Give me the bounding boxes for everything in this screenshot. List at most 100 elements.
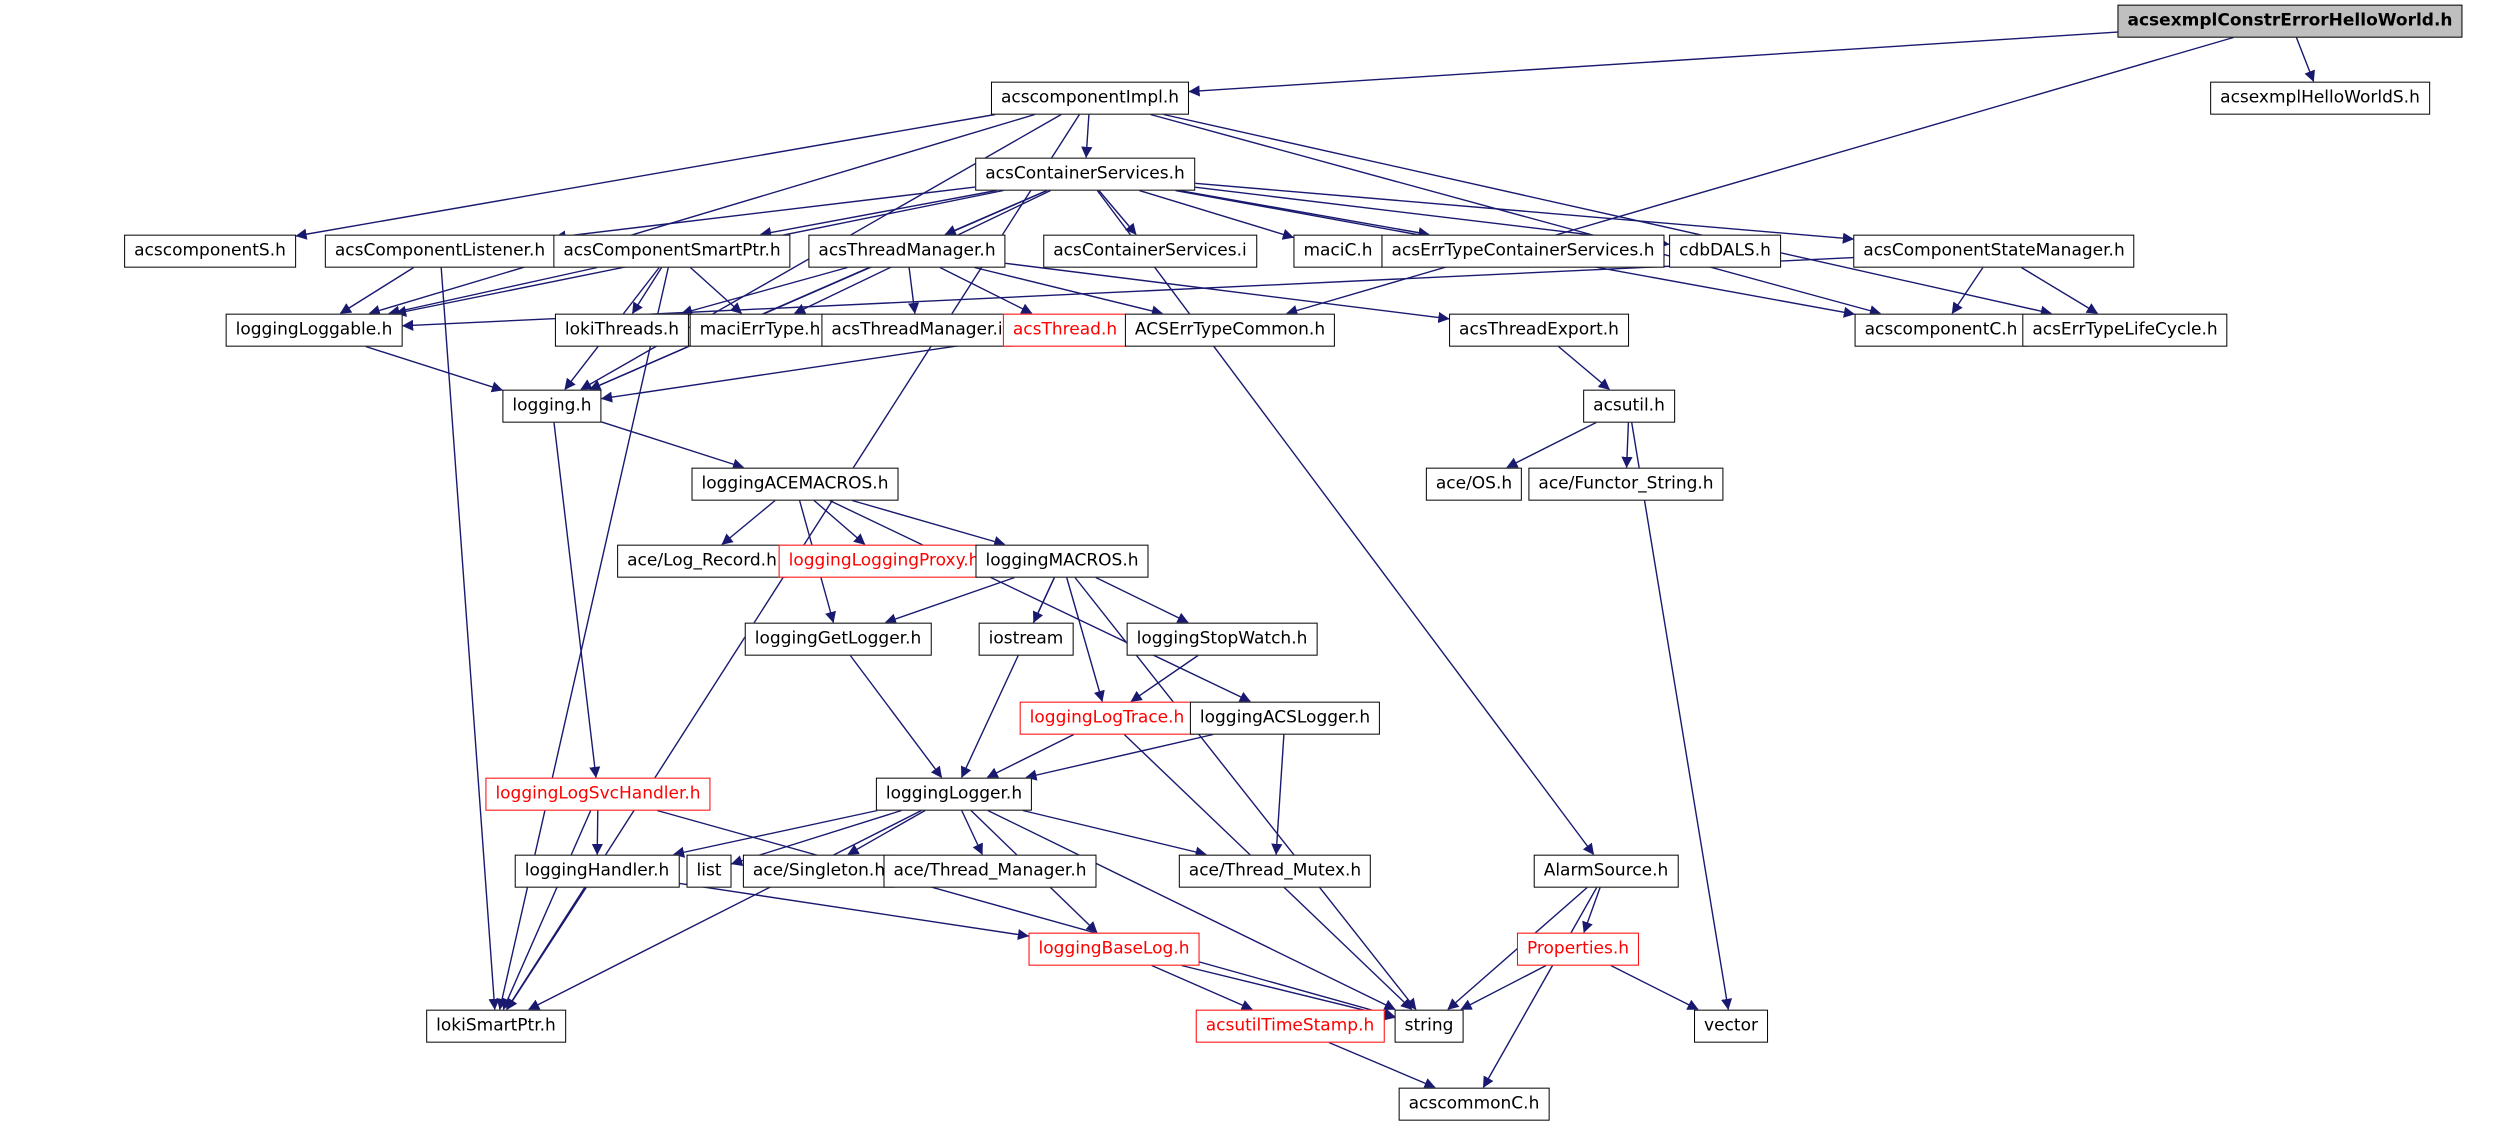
include-edge-acsThreadExport-to-acsutil: [1558, 345, 1610, 391]
include-edge-loggingACEMACROS-to-ace_Log_Record: [721, 499, 776, 546]
graph-node-acsErrTypeLifeCycle[interactable]: acsErrTypeLifeCycle.h: [2022, 313, 2228, 347]
graph-node-acsComponentListener[interactable]: acsComponentListener.h: [324, 234, 556, 268]
include-edge-acsutil-to-vector: [1631, 422, 1733, 1011]
include-edge-acsThreadManager-to-acsThread: [939, 266, 1033, 315]
include-edge-loggingLogTrace-to-loggingLogger: [986, 733, 1075, 779]
include-edge-acsThreadManager-to-acsThreadManager_i: [908, 267, 920, 315]
include-edge-loggingStopWatch-to-loggingLogTrace: [1130, 654, 1199, 703]
include-edge-loggingACEMACROS-to-loggingMACROS: [852, 499, 1006, 547]
graph-node-acscommonC[interactable]: acscommonC.h: [1398, 1087, 1550, 1121]
include-edge-loggingMACROS-to-loggingStopWatch: [1095, 576, 1189, 624]
include-edge-loggingLogger-to-ace_Singleton: [847, 809, 926, 856]
include-edge-acsComponentSmartPtr-to-loggingLoggable: [388, 266, 598, 317]
graph-node-loggingBaseLog[interactable]: loggingBaseLog.h: [1028, 932, 1200, 966]
include-edge-loggingMACROS-to-string: [1074, 577, 1417, 1010]
graph-node-loggingMACROS[interactable]: loggingMACROS.h: [975, 544, 1149, 578]
include-edge-loggingLogger-to-string: [987, 809, 1396, 1011]
include-edge-loggingLogger-to-loggingHandler: [672, 809, 878, 858]
graph-node-acsContainerServices[interactable]: acsContainerServices.h: [975, 157, 1195, 191]
graph-node-Properties[interactable]: Properties.h: [1516, 932, 1640, 966]
graph-node-iostream[interactable]: iostream: [978, 622, 1074, 656]
graph-node-loggingLoggingProxy[interactable]: loggingLoggingProxy.h: [778, 544, 990, 578]
include-edge-loggingBaseLog-to-acsutilTimeStamp: [1151, 964, 1253, 1011]
graph-node-acsexmplHelloWorldS[interactable]: acsexmplHelloWorldS.h: [2210, 81, 2430, 115]
include-edge-loggingHandler-to-loggingBaseLog: [679, 882, 1030, 941]
include-edge-AlarmSource-to-Properties: [1582, 887, 1601, 934]
graph-node-cdbDALS[interactable]: cdbDALS.h: [1669, 234, 1781, 268]
graph-node-ACSErrTypeCommon[interactable]: ACSErrTypeCommon.h: [1124, 313, 1336, 347]
graph-node-loggingHandler[interactable]: loggingHandler.h: [514, 854, 680, 888]
graph-node-ace_Functor_String[interactable]: ace/Functor_String.h: [1528, 467, 1724, 501]
graph-node-maciErrType[interactable]: maciErrType.h: [689, 313, 831, 347]
include-edge-acsContainerServices-to-acsErrTypeContainerServices: [1178, 189, 1430, 239]
include-edge-loggingACSLogger-to-loggingLogger: [1025, 733, 1214, 781]
include-edge-loggingLogSvcHandler-to-string: [656, 809, 1396, 1019]
include-edge-loggingLogSvcHandler-to-lokiSmartPtr: [502, 810, 592, 1011]
graph-node-lokiThreads[interactable]: lokiThreads.h: [554, 313, 690, 347]
include-edge-acscomponentImpl-to-acscomponentS: [295, 113, 996, 240]
include-edge-acsThreadManager-to-acsThreadExport: [1005, 262, 1450, 324]
include-edge-acsComponentStateManager-to-acscomponentC: [1951, 267, 1984, 314]
graph-node-acsContainerServices_i[interactable]: acsContainerServices.i: [1043, 234, 1257, 268]
graph-node-loggingGetLogger[interactable]: loggingGetLogger.h: [744, 622, 932, 656]
graph-node-acsErrTypeContainerServices[interactable]: acsErrTypeContainerServices.h: [1381, 234, 1665, 268]
include-edge-loggingACEMACROS-to-loggingLoggingProxy: [813, 499, 866, 546]
include-edge-acsexmplConstrErrorHelloWorld-to-acscomponentImpl: [1188, 31, 2118, 97]
graph-node-list[interactable]: list: [686, 854, 732, 888]
include-edge-AlarmSource-to-acscommonC: [1482, 887, 1598, 1088]
graph-node-vector[interactable]: vector: [1694, 1009, 1768, 1043]
graph-node-loggingLogSvcHandler[interactable]: loggingLogSvcHandler.h: [485, 777, 711, 811]
graph-node-loggingLoggable[interactable]: loggingLoggable.h: [225, 313, 403, 347]
graph-node-loggingACSLogger[interactable]: loggingACSLogger.h: [1189, 701, 1381, 735]
graph-node-string[interactable]: string: [1394, 1009, 1464, 1043]
graph-node-loggingACEMACROS[interactable]: loggingACEMACROS.h: [691, 467, 899, 501]
include-edge-loggingLogger-to-lokiSmartPtr: [528, 809, 922, 1011]
graph-node-loggingStopWatch[interactable]: loggingStopWatch.h: [1126, 622, 1318, 656]
include-edge-acsContainerServices-to-acsContainerServices_i: [1098, 190, 1137, 235]
include-edge-loggingLogger-to-ace_Thread_Mutex: [1022, 809, 1207, 858]
include-edge-loggingLogger-to-ace_Thread_Manager: [961, 810, 983, 856]
graph-node-acscomponentImpl[interactable]: acscomponentImpl.h: [990, 81, 1190, 115]
graph-node-acsThreadManager_i[interactable]: acsThreadManager.i: [821, 313, 1013, 347]
graph-node-maciC[interactable]: maciC.h: [1293, 234, 1383, 268]
include-edge-acsThreadManager-to-lokiThreads: [680, 266, 848, 317]
graph-node-acsComponentSmartPtr[interactable]: acsComponentSmartPtr.h: [553, 234, 791, 268]
graph-node-AlarmSource[interactable]: AlarmSource.h: [1533, 854, 1679, 888]
include-edge-acscomponentImpl-to-acsContainerServices: [1081, 114, 1093, 159]
include-edge-loggingLoggable-to-logging: [365, 345, 504, 393]
graph-node-ace_Singleton[interactable]: ace/Singleton.h: [742, 854, 896, 888]
include-edge-acsutil-to-ace_Functor_String: [1621, 422, 1633, 469]
include-edge-acscomponentImpl-to-acsErrTypeLifeCycle: [1163, 113, 2052, 317]
include-edge-loggingMACROS-to-loggingGetLogger: [884, 576, 1015, 625]
graph-node-acsThreadManager[interactable]: acsThreadManager.h: [808, 234, 1006, 268]
include-edge-acsutil-to-ace_OS: [1506, 421, 1597, 469]
include-edge-loggingACSLogger-to-ace_Thread_Mutex: [1271, 734, 1285, 856]
include-edge-acsexmplConstrErrorHelloWorld-to-acsexmplHelloWorldS: [2295, 37, 2315, 83]
include-edge-Properties-to-vector: [1610, 964, 1699, 1011]
graph-node-loggingLogTrace[interactable]: loggingLogTrace.h: [1019, 701, 1195, 735]
include-edge-acsComponentSmartPtr-to-lokiThreads: [631, 267, 663, 314]
graph-node-logging[interactable]: logging.h: [502, 389, 602, 423]
include-edge-acsComponentListener-to-loggingLoggable: [339, 266, 415, 315]
include-edge-acsexmplConstrErrorHelloWorld-to-ACSErrTypeCommon: [1286, 36, 2234, 316]
graph-node-acsThreadExport[interactable]: acsThreadExport.h: [1449, 313, 1629, 347]
include-edge-acsContainerServices-to-acsComponentStateManager: [1194, 182, 1855, 244]
include-edge-acsContainerServices-to-maciC: [1138, 189, 1295, 240]
graph-node-ace_Thread_Manager[interactable]: ace/Thread_Manager.h: [883, 854, 1097, 888]
graph-node-acscomponentC[interactable]: acscomponentC.h: [1854, 313, 2028, 347]
graph-node-ace_Log_Record[interactable]: ace/Log_Record.h: [617, 544, 787, 578]
graph-node-ace_OS[interactable]: ace/OS.h: [1425, 467, 1523, 501]
graph-node-ace_Thread_Mutex[interactable]: ace/Thread_Mutex.h: [1178, 854, 1372, 888]
graph-node-acsutil[interactable]: acsutil.h: [1583, 389, 1675, 423]
graph-node-acsComponentStateManager[interactable]: acsComponentStateManager.h: [1853, 234, 2135, 268]
include-edge-acsContainerServices-to-acsComponentSmartPtr: [759, 189, 997, 239]
graph-node-acsThread[interactable]: acsThread.h: [1002, 313, 1128, 347]
graph-node-acscomponentS[interactable]: acscomponentS.h: [124, 234, 296, 268]
graph-node-loggingLogger[interactable]: loggingLogger.h: [875, 777, 1033, 811]
graph-node-lokiSmartPtr[interactable]: lokiSmartPtr.h: [426, 1009, 566, 1043]
graph-node-acsexmplConstrErrorHelloWorld[interactable]: acsexmplConstrErrorHelloWorld.h: [2117, 4, 2463, 38]
include-edge-acsThread-to-logging: [600, 338, 1004, 403]
include-edge-acsComponentSmartPtr-to-maciErrType: [689, 266, 743, 315]
graph-node-acsutilTimeStamp[interactable]: acsutilTimeStamp.h: [1195, 1009, 1385, 1043]
